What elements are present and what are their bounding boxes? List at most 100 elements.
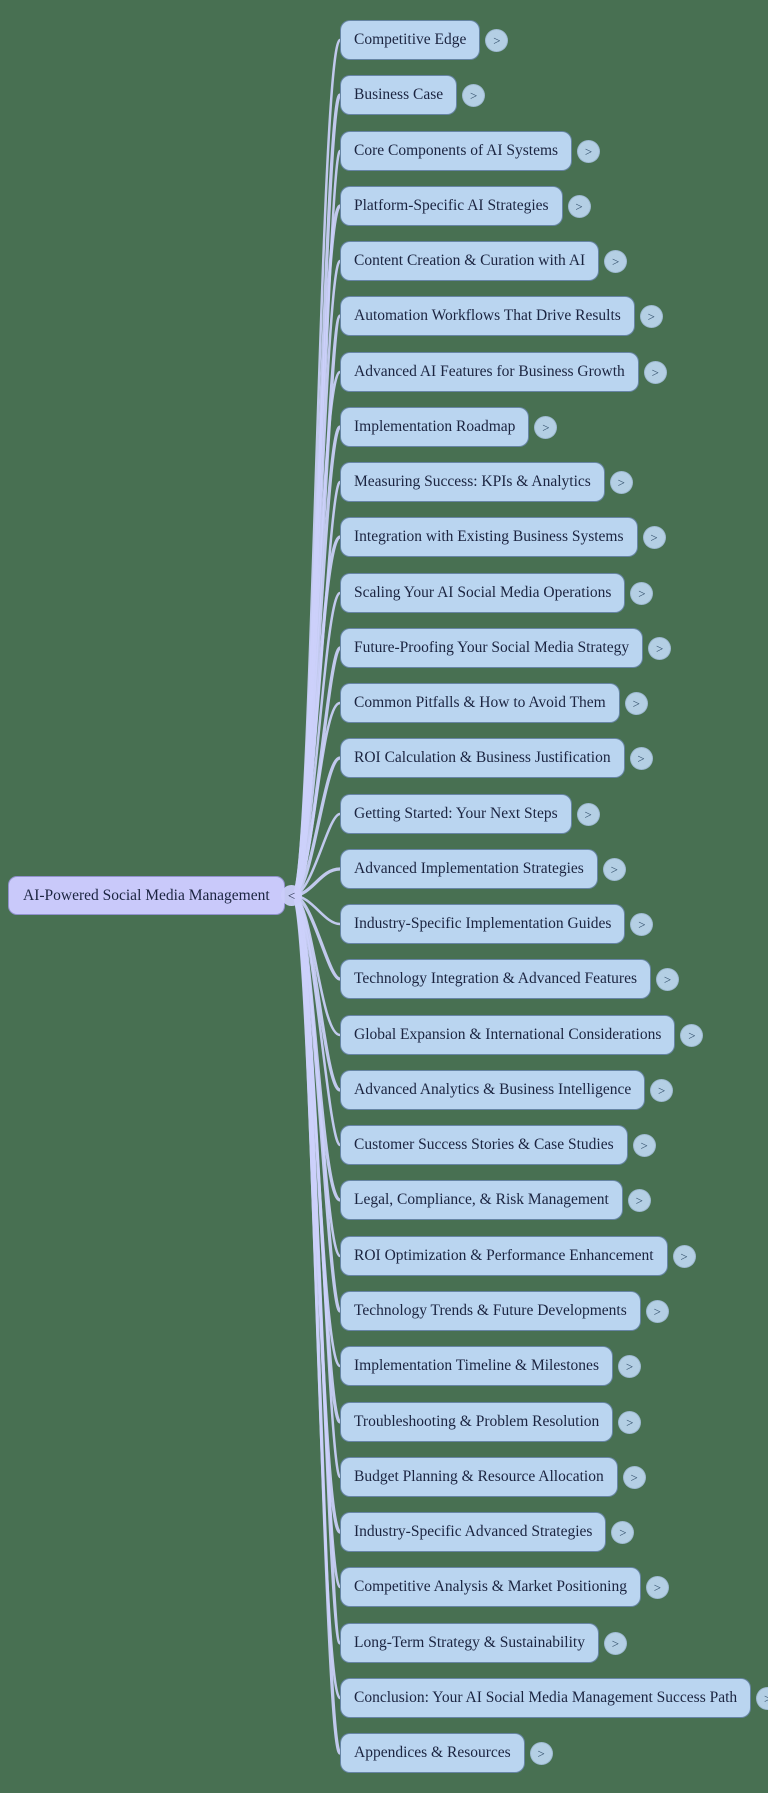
expand-node-button[interactable]: > xyxy=(617,1354,641,1378)
expand-node-button[interactable]: > xyxy=(627,1188,651,1212)
chevron-right-icon: > xyxy=(584,143,593,159)
mindmap-node-row: Long-Term Strategy & Sustainability > xyxy=(340,1623,627,1663)
mindmap-node[interactable]: Common Pitfalls & How to Avoid Them xyxy=(340,683,620,723)
mindmap-node[interactable]: Core Components of AI Systems xyxy=(340,131,573,171)
mindmap-node-row: Global Expansion & International Conside… xyxy=(340,1015,704,1055)
mindmap-node[interactable]: Advanced AI Features for Business Growth xyxy=(340,352,639,392)
mindmap-node-row: Content Creation & Curation with AI> xyxy=(340,241,628,281)
mindmap-node[interactable]: Conclusion: Your AI Social Media Managem… xyxy=(340,1678,752,1718)
mindmap-node[interactable]: ROI Calculation & Business Justification xyxy=(340,738,625,778)
chevron-right-icon: > xyxy=(763,1690,768,1706)
mindmap-node[interactable]: Long-Term Strategy & Sustainability xyxy=(340,1623,599,1663)
expand-node-button[interactable]: > xyxy=(648,636,672,660)
mindmap-node[interactable]: Implementation Timeline & Milestones xyxy=(340,1346,613,1386)
mindmap-node-label: Appendices & Resources xyxy=(354,1744,511,1761)
mindmap-node[interactable]: Technology Trends & Future Developments xyxy=(340,1291,641,1331)
expand-node-button[interactable]: > xyxy=(622,1465,646,1489)
mindmap-node[interactable]: Customer Success Stories & Case Studies xyxy=(340,1125,628,1165)
mindmap-node[interactable]: Appendices & Resources xyxy=(340,1733,525,1773)
expand-node-button[interactable]: > xyxy=(603,1631,627,1655)
mindmap-node-label: Long-Term Strategy & Sustainability xyxy=(354,1634,585,1651)
expand-node-button[interactable]: > xyxy=(756,1686,768,1710)
mindmap-node[interactable]: Technology Integration & Advanced Featur… xyxy=(340,959,651,999)
mindmap-node[interactable]: ROI Optimization & Performance Enhanceme… xyxy=(340,1236,668,1276)
mindmap-node[interactable]: Future-Proofing Your Social Media Strate… xyxy=(340,628,644,668)
mindmap-node[interactable]: Industry-Specific Advanced Strategies xyxy=(340,1512,607,1552)
expand-node-button[interactable]: > xyxy=(680,1023,704,1047)
mindmap-node-label: Global Expansion & International Conside… xyxy=(354,1026,662,1043)
chevron-right-icon: > xyxy=(575,198,583,214)
mindmap-node-row: Future-Proofing Your Social Media Strate… xyxy=(340,628,672,668)
expand-node-button[interactable]: > xyxy=(567,194,591,218)
chevron-right-icon: > xyxy=(688,1027,696,1043)
mindmap-node-row: Industry-Specific Advanced Strategies> xyxy=(340,1512,635,1552)
mindmap-node[interactable]: Measuring Success: KPIs & Analytics xyxy=(340,462,605,502)
mindmap-node[interactable]: Integration with Existing Business Syste… xyxy=(340,517,638,557)
expand-node-button[interactable]: > xyxy=(576,802,600,826)
chevron-right-icon: > xyxy=(469,87,478,103)
mindmap-node[interactable]: Budget Planning & Resource Allocation xyxy=(340,1457,618,1497)
expand-node-button[interactable]: > xyxy=(643,360,667,384)
expand-node-button[interactable]: > xyxy=(602,857,626,881)
expand-node-button[interactable]: > xyxy=(534,415,558,439)
mindmap-node[interactable]: Legal, Compliance, & Risk Management xyxy=(340,1180,623,1220)
expand-node-button[interactable]: > xyxy=(639,304,663,328)
mindmap-node-label: Advanced AI Features for Business Growth xyxy=(354,363,625,380)
mindmap-node[interactable]: Competitive Analysis & Market Positionin… xyxy=(340,1567,641,1607)
mindmap-node[interactable]: Getting Started: Your Next Steps xyxy=(340,794,572,834)
expand-node-button[interactable]: > xyxy=(485,28,509,52)
mindmap-node[interactable]: Scaling Your AI Social Media Operations xyxy=(340,573,626,613)
mindmap-node[interactable]: Industry-Specific Implementation Guides xyxy=(340,904,626,944)
expand-node-button[interactable]: > xyxy=(462,83,486,107)
root-node-label: AI-Powered Social Media Management xyxy=(23,887,270,904)
expand-node-button[interactable]: > xyxy=(630,581,654,605)
mindmap-node-row: Automation Workflows That Drive Results > xyxy=(340,296,663,336)
chevron-right-icon: > xyxy=(650,529,658,545)
mindmap-node[interactable]: Troubleshooting & Problem Resolution xyxy=(340,1402,614,1442)
mindmap-node-label: Scaling Your AI Social Media Operations xyxy=(354,584,612,601)
expand-node-button[interactable]: > xyxy=(645,1299,669,1323)
mindmap-node[interactable]: Business Case xyxy=(340,75,458,115)
expand-node-button[interactable]: > xyxy=(618,1410,642,1434)
mindmap-node[interactable]: Implementation Roadmap xyxy=(340,407,530,447)
mindmap-node[interactable]: Advanced Analytics & Business Intelligen… xyxy=(340,1070,646,1110)
mindmap-node[interactable]: Platform-Specific AI Strategies xyxy=(340,186,563,226)
mindmap-node-row: Measuring Success: KPIs & Analytics > xyxy=(340,462,633,502)
mindmap-node-label: Competitive Edge xyxy=(354,31,467,48)
mindmap-node[interactable]: Global Expansion & International Conside… xyxy=(340,1015,676,1055)
mindmap-node[interactable]: Competitive Edge xyxy=(340,20,481,60)
mindmap-node-row: Implementation Roadmap> xyxy=(340,407,558,447)
expand-node-button[interactable]: > xyxy=(577,139,601,163)
root-node[interactable]: AI-Powered Social Media Management xyxy=(8,876,285,915)
chevron-right-icon: > xyxy=(632,695,640,711)
mindmap-node-label: Automation Workflows That Drive Results xyxy=(354,307,621,324)
mindmap-node-row: Customer Success Stories & Case Studies> xyxy=(340,1125,656,1165)
expand-node-button[interactable]: > xyxy=(656,967,679,991)
expand-node-button[interactable]: > xyxy=(650,1078,674,1102)
expand-node-button[interactable]: > xyxy=(629,746,653,770)
mindmap-node-label: Industry-Specific Implementation Guides xyxy=(354,915,612,932)
mindmap-node-label: Implementation Timeline & Milestones xyxy=(354,1357,599,1374)
mindmap-node-label: Measuring Success: KPIs & Analytics xyxy=(354,473,591,490)
expand-node-button[interactable]: > xyxy=(609,470,633,494)
expand-node-button[interactable]: > xyxy=(630,912,654,936)
mindmap-node-row: Competitive Edge > xyxy=(340,20,509,60)
expand-node-button[interactable]: > xyxy=(672,1244,696,1268)
mindmap-node-label: Competitive Analysis & Market Positionin… xyxy=(354,1578,627,1595)
expand-node-button[interactable]: > xyxy=(529,1741,553,1765)
mindmap-node-row: Integration with Existing Business Syste… xyxy=(340,517,666,557)
mindmap-node[interactable]: Advanced Implementation Strategies xyxy=(340,849,598,889)
expand-node-button[interactable]: > xyxy=(645,1575,669,1599)
mindmap-node-row: Core Components of AI Systems > xyxy=(340,131,601,171)
expand-node-button[interactable]: > xyxy=(611,1520,635,1544)
expand-node-button[interactable]: > xyxy=(632,1133,656,1157)
collapse-root-button[interactable]: < xyxy=(281,885,302,906)
mindmap-node[interactable]: Automation Workflows That Drive Results xyxy=(340,296,635,336)
mindmap-node-row: Advanced Analytics & Business Intelligen… xyxy=(340,1070,674,1110)
expand-node-button[interactable]: > xyxy=(642,525,666,549)
expand-node-button[interactable]: > xyxy=(604,249,628,273)
mindmap-node[interactable]: Content Creation & Curation with AI xyxy=(340,241,600,281)
chevron-right-icon: > xyxy=(626,1414,634,1430)
expand-node-button[interactable]: > xyxy=(624,691,648,715)
